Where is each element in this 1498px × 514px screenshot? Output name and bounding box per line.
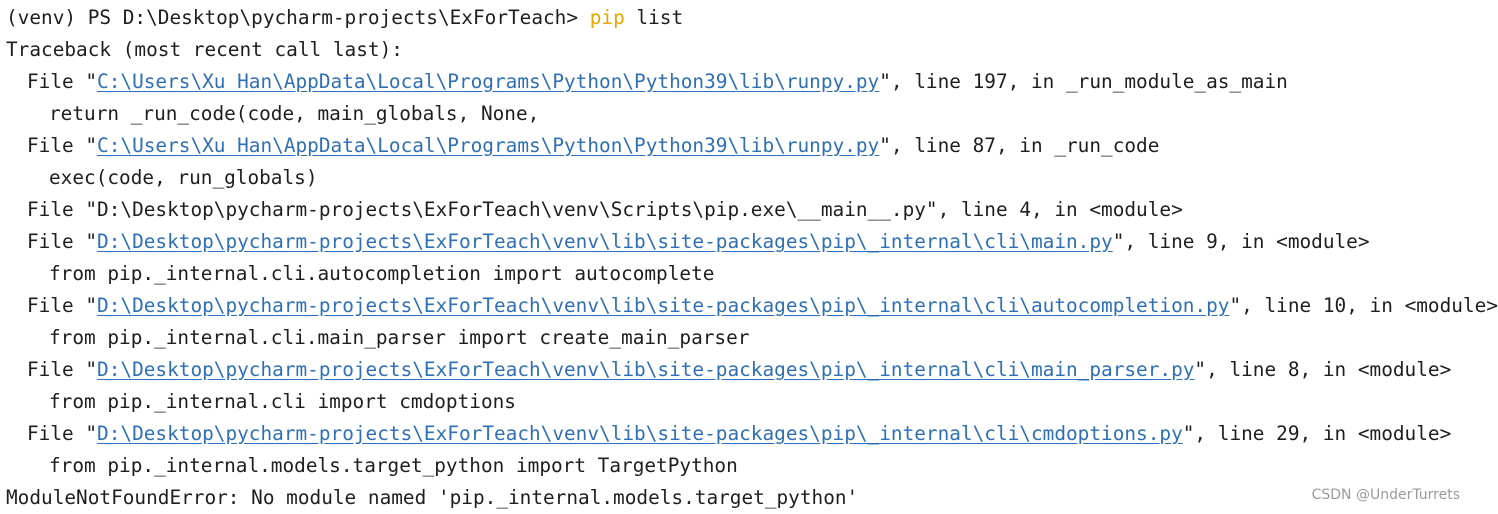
file-path-link[interactable]: D:\Desktop\pycharm-projects\ExForTeach\v… — [97, 422, 1183, 445]
traceback-frame-line: File "D:\Desktop\pycharm-projects\ExForT… — [27, 198, 1183, 221]
file-path-link[interactable]: C:\Users\Xu Han\AppData\Local\Programs\P… — [97, 70, 880, 93]
traceback-frame-line: File "D:\Desktop\pycharm-projects\ExForT… — [27, 422, 1452, 445]
file-path-link[interactable]: D:\Desktop\pycharm-projects\ExForTeach\v… — [97, 294, 1230, 317]
error-message: ModuleNotFoundError: No module named 'pi… — [6, 486, 859, 509]
traceback-header: Traceback (most recent call last): — [6, 38, 403, 61]
traceback-frame-line: File "D:\Desktop\pycharm-projects\ExForT… — [27, 294, 1498, 317]
file-path-link[interactable]: D:\Desktop\pycharm-projects\ExForTeach\v… — [97, 230, 1113, 253]
traceback-code-line: from pip._internal.models.target_python … — [49, 454, 738, 477]
traceback-frame-line: File "D:\Desktop\pycharm-projects\ExForT… — [27, 230, 1370, 253]
traceback-code-line: exec(code, run_globals) — [49, 166, 318, 189]
file-path-link[interactable]: C:\Users\Xu Han\AppData\Local\Programs\P… — [97, 134, 880, 157]
prompt: (venv) PS D:\Desktop\pycharm-projects\Ex… — [6, 6, 590, 29]
traceback-code-line: from pip._internal.cli import cmdoptions — [49, 390, 516, 413]
command-args: list — [624, 6, 684, 29]
traceback-code-line: from pip._internal.cli.main_parser impor… — [49, 326, 750, 349]
file-path-text: D:\Desktop\pycharm-projects\ExForTeach\v… — [97, 198, 926, 221]
traceback-code-line: return _run_code(code, main_globals, Non… — [49, 102, 540, 125]
prompt-line: (venv) PS D:\Desktop\pycharm-projects\Ex… — [0, 2, 1474, 34]
traceback-code-line: from pip._internal.cli.autocompletion im… — [49, 262, 715, 285]
traceback-frame-line: File "C:\Users\Xu Han\AppData\Local\Prog… — [27, 134, 1160, 157]
watermark: CSDN @UnderTurrets — [1311, 487, 1460, 503]
traceback-frame-line: File "D:\Desktop\pycharm-projects\ExForT… — [27, 358, 1452, 381]
file-path-link[interactable]: D:\Desktop\pycharm-projects\ExForTeach\v… — [97, 358, 1195, 381]
command-name: pip — [589, 6, 625, 29]
traceback-frame-line: File "C:\Users\Xu Han\AppData\Local\Prog… — [27, 70, 1288, 93]
